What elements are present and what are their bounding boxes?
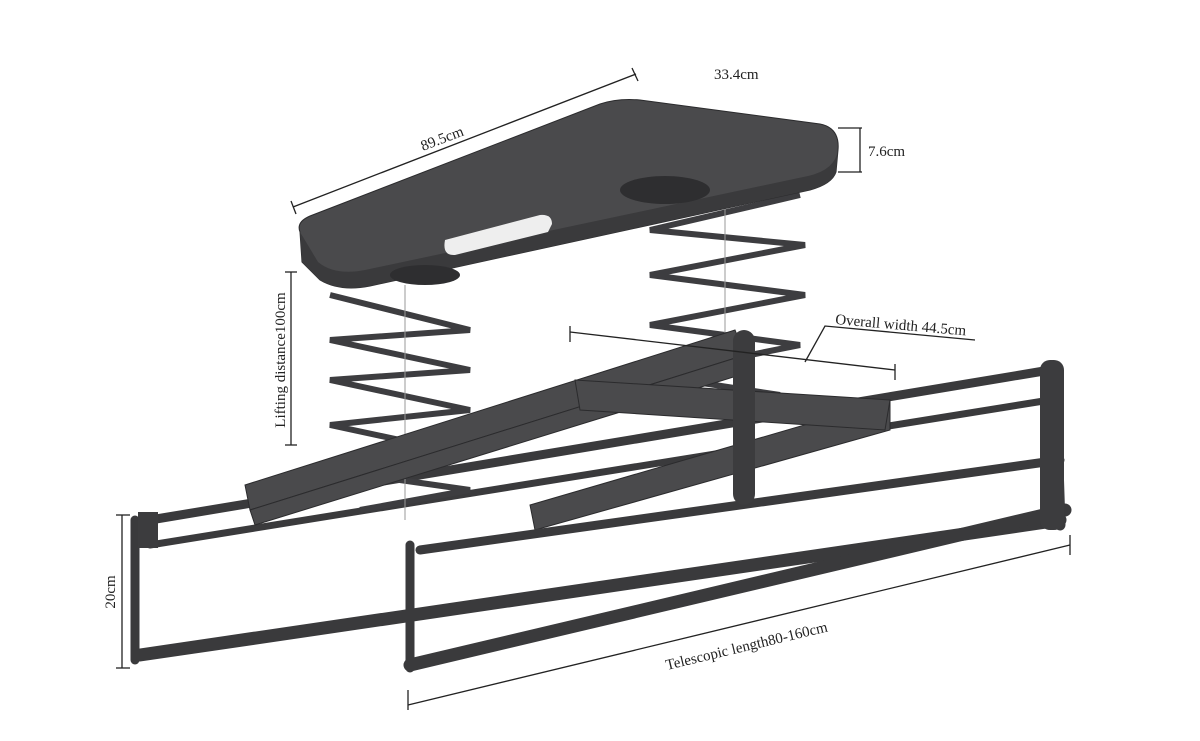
front-beam-right <box>529 379 891 531</box>
dimension-overall-width <box>569 325 976 380</box>
height-top-label: 7.6cm <box>868 144 905 160</box>
length-top-label: 89.5cm <box>419 124 467 155</box>
dimension-length-top <box>290 67 639 215</box>
dimension-lifting <box>285 271 297 446</box>
front-rail-assembly <box>138 330 1072 673</box>
dimension-height-top <box>838 127 862 173</box>
dimension-telescopic <box>407 535 1071 710</box>
width-top-label: 33.4cm <box>714 67 759 83</box>
telescopic-length-label: Telescopic length80-160cm <box>664 620 829 674</box>
front-beam-left <box>244 329 746 526</box>
lifting-distance-label: Lifting distance100cm <box>273 292 289 428</box>
overall-width-label: Overall width 44.5cm <box>835 312 967 339</box>
motor-box <box>298 99 839 289</box>
dimension-rail-height <box>116 514 130 669</box>
rail-height-label: 20cm <box>103 575 119 609</box>
